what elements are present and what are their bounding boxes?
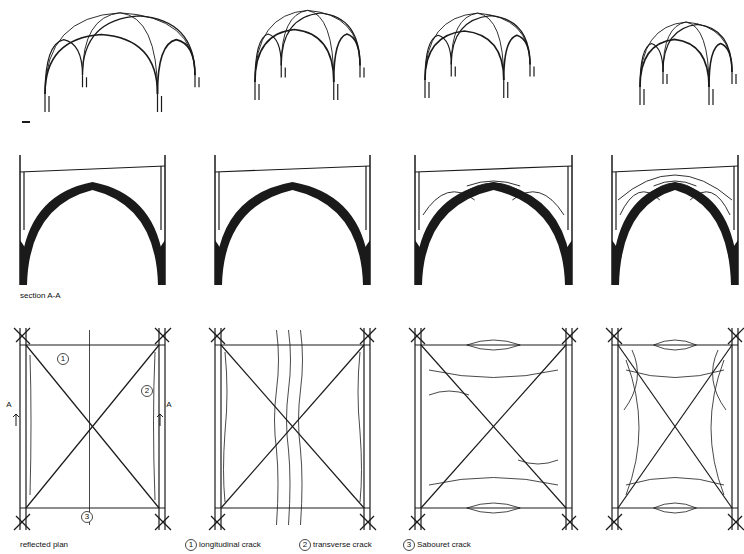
vault-plan: [409, 328, 578, 530]
vault-plan: [209, 328, 376, 530]
section-arrow: [13, 414, 19, 426]
scale-mark: [22, 121, 30, 123]
legend-text: transverse crack: [313, 540, 372, 550]
vault-section: [415, 155, 572, 285]
vault-plan: [606, 328, 744, 530]
vault-section: [612, 155, 738, 285]
callout-number: 1: [58, 354, 68, 364]
vault-perspective: [255, 10, 364, 100]
view-caption: section A-A: [20, 291, 60, 301]
vault-perspective: [425, 13, 534, 98]
legend-text: longitudinal crack: [199, 540, 261, 550]
callout-number: 2: [142, 386, 152, 396]
section-arrow: [157, 414, 163, 426]
view-caption: reflected plan: [20, 540, 68, 550]
callout-number: A: [4, 400, 14, 410]
vault-plan: [14, 328, 171, 530]
callout-number: 3: [404, 540, 414, 550]
vault-perspective: [45, 13, 199, 112]
vault-section: [215, 155, 370, 285]
vault-section: [20, 155, 165, 285]
number-circles: [58, 354, 415, 551]
vault-perspective: [640, 22, 736, 105]
callout-number: 2: [300, 540, 310, 550]
callout-number: 1: [186, 540, 196, 550]
callout-number: 3: [82, 512, 92, 522]
callout-number: A: [164, 400, 174, 410]
legend-text: Sabouret crack: [417, 540, 471, 550]
